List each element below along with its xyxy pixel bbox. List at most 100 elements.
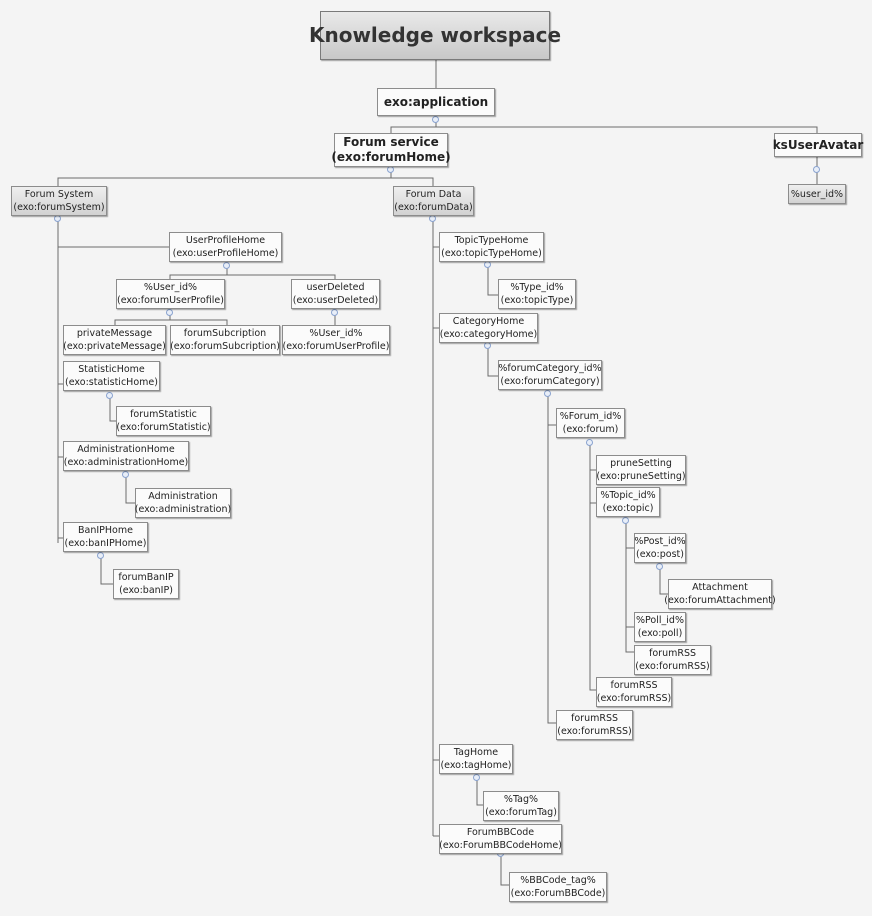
node-label: forumRSS — [610, 680, 658, 691]
collapse-knob[interactable] — [586, 439, 593, 446]
bb-code-tag-node[interactable]: %BBCode_tag% (exo:ForumBBCode) — [509, 872, 607, 902]
node-sublabel: (exo:ForumBBCodeHome) — [439, 840, 562, 851]
node-sublabel: (exo:topicType) — [500, 295, 574, 306]
node-sublabel: (exo:banIP) — [119, 585, 173, 596]
collapse-knob[interactable] — [813, 166, 820, 173]
poll-id-node[interactable]: %Poll_id% (exo:poll) — [634, 612, 686, 642]
node-label: TagHome — [453, 747, 499, 758]
category-forum-rss-node[interactable]: forumRSS (exo:forumRSS) — [556, 710, 633, 740]
collapse-knob[interactable] — [544, 390, 551, 397]
node-label: forumRSS — [571, 713, 618, 724]
node-sublabel: (exo:userProfileHome) — [172, 248, 279, 259]
node-sublabel: (exo:forumSubcription) — [170, 341, 280, 352]
collapse-knob[interactable] — [484, 261, 491, 268]
collapse-knob[interactable] — [166, 309, 173, 316]
tag-home-node[interactable]: TagHome (exo:tagHome) — [439, 744, 513, 774]
node-sublabel: (exo:forumUserProfile) — [282, 341, 390, 352]
node-sublabel: (exo:poll) — [637, 628, 683, 639]
node-label: forumBanIP — [118, 572, 174, 583]
node-sublabel: (exo:forumData) — [394, 202, 473, 213]
collapse-knob[interactable] — [429, 215, 436, 222]
application-node[interactable]: exo:application — [377, 88, 495, 116]
collapse-knob[interactable] — [473, 774, 480, 781]
forum-id-node[interactable]: %Forum_id% (exo:forum) — [556, 408, 625, 438]
user-profile-home-node[interactable]: UserProfileHome (exo:userProfileHome) — [169, 232, 282, 262]
post-id-node[interactable]: %Post_id% (exo:post) — [634, 533, 686, 563]
forum-data-node[interactable]: Forum Data (exo:forumData) — [393, 186, 474, 216]
node-label: ksUserAvatar — [772, 137, 864, 152]
node-label: privateMessage — [76, 328, 153, 339]
forum-bb-code-node[interactable]: ForumBBCode (exo:ForumBBCodeHome) — [439, 824, 562, 854]
node-label: Forum Data — [405, 189, 462, 200]
administration-node[interactable]: Administration (exo:administration) — [135, 488, 231, 518]
tag-id-node[interactable]: %Tag% (exo:forumTag) — [483, 791, 559, 821]
node-label: %user_id% — [790, 188, 844, 200]
forum-service-node[interactable]: Forum service (exo:forumHome) — [331, 133, 451, 167]
collapse-knob[interactable] — [432, 116, 439, 123]
node-label: %Post_id% — [634, 536, 686, 547]
node-sublabel: (exo:privateMessage) — [63, 341, 166, 352]
node-sublabel: (exo:banIPHome) — [64, 538, 147, 549]
node-sublabel: (exo:post) — [636, 549, 684, 560]
collapse-knob[interactable] — [97, 552, 104, 559]
node-label: %Type_id% — [510, 282, 564, 293]
node-label: StatisticHome — [78, 364, 145, 375]
forum-category-id-node[interactable]: %forumCategory_id% (exo:forumCategory) — [498, 360, 602, 390]
statistic-home-node[interactable]: StatisticHome (exo:statisticHome) — [63, 361, 160, 391]
topic-type-home-node[interactable]: TopicTypeHome (exo:topicTypeHome) — [439, 232, 544, 262]
node-label: pruneSetting — [610, 458, 672, 469]
topic-forum-rss-node[interactable]: forumRSS (exo:forumRSS) — [634, 645, 711, 675]
node-sublabel: (exo:userDeleted) — [292, 295, 379, 306]
collapse-knob[interactable] — [106, 392, 113, 399]
forum-ban-ip-node[interactable]: forumBanIP (exo:banIP) — [113, 569, 179, 599]
node-label: UserProfileHome — [185, 235, 266, 246]
node-sublabel: (exo:forumUserProfile) — [117, 295, 224, 306]
node-sublabel: (exo:statisticHome) — [65, 377, 158, 388]
node-label: %User_id% — [143, 282, 198, 293]
node-label: CategoryHome — [452, 316, 525, 327]
node-sublabel: (exo:forumRSS) — [596, 693, 672, 704]
forum-subcription-node[interactable]: forumSubcription (exo:forumSubcription) — [170, 325, 280, 355]
node-label: forumStatistic — [130, 409, 197, 420]
node-label: exo:application — [383, 94, 489, 109]
collapse-knob[interactable] — [622, 517, 629, 524]
root-node[interactable]: Knowledge workspace — [309, 11, 561, 60]
collapse-knob[interactable] — [387, 166, 394, 173]
forum-forum-rss-node[interactable]: forumRSS (exo:forumRSS) — [596, 677, 672, 707]
node-sublabel: (exo:categoryHome) — [439, 329, 538, 340]
administration-home-node[interactable]: AdministrationHome (exo:administrationHo… — [63, 441, 189, 471]
collapse-knob[interactable] — [54, 215, 61, 222]
node-label: forumSubcription — [183, 328, 267, 339]
collapse-knob[interactable] — [122, 471, 129, 478]
collapse-knob[interactable] — [656, 563, 663, 570]
private-message-node[interactable]: privateMessage (exo:privateMessage) — [63, 325, 166, 355]
collapse-knob[interactable] — [331, 309, 338, 316]
node-label: AdministrationHome — [77, 444, 175, 455]
node-sublabel: (exo:forumCategory) — [500, 376, 600, 387]
node-label: ForumBBCode — [466, 827, 535, 838]
node-label: %forumCategory_id% — [498, 363, 602, 374]
forum-statistic-node[interactable]: forumStatistic (exo:forumStatistic) — [116, 406, 211, 436]
deleted-user-id-node[interactable]: %User_id% (exo:forumUserProfile) — [282, 325, 390, 355]
forum-system-node[interactable]: Forum System (exo:forumSystem) — [11, 186, 107, 216]
collapse-knob[interactable] — [223, 262, 230, 269]
prune-setting-node[interactable]: pruneSetting (exo:pruneSetting) — [596, 455, 686, 485]
attachment-node[interactable]: Attachment (exo:forumAttachment) — [664, 579, 776, 609]
node-label: TopicTypeHome — [454, 235, 529, 246]
type-id-node[interactable]: %Type_id% (exo:topicType) — [498, 279, 576, 309]
avatar-user-id-node[interactable]: %user_id% — [788, 184, 846, 204]
node-label: %Topic_id% — [600, 490, 656, 501]
user-id-profile-node[interactable]: %User_id% (exo:forumUserProfile) — [116, 279, 225, 309]
collapse-knob[interactable] — [484, 342, 491, 349]
ks-user-avatar-node[interactable]: ksUserAvatar — [772, 133, 864, 157]
ban-ip-home-node[interactable]: BanIPHome (exo:banIPHome) — [63, 522, 148, 552]
user-deleted-node[interactable]: userDeleted (exo:userDeleted) — [291, 279, 380, 309]
node-label: userDeleted — [306, 282, 365, 293]
node-sublabel: (exo:administrationHome) — [63, 457, 189, 468]
node-sublabel: (exo:forum) — [562, 424, 619, 435]
category-home-node[interactable]: CategoryHome (exo:categoryHome) — [439, 313, 538, 343]
node-label: %Tag% — [503, 794, 539, 805]
node-label: %User_id% — [309, 328, 363, 339]
node-sublabel: (exo:forumRSS) — [635, 661, 710, 672]
topic-id-node[interactable]: %Topic_id% (exo:topic) — [596, 487, 660, 517]
